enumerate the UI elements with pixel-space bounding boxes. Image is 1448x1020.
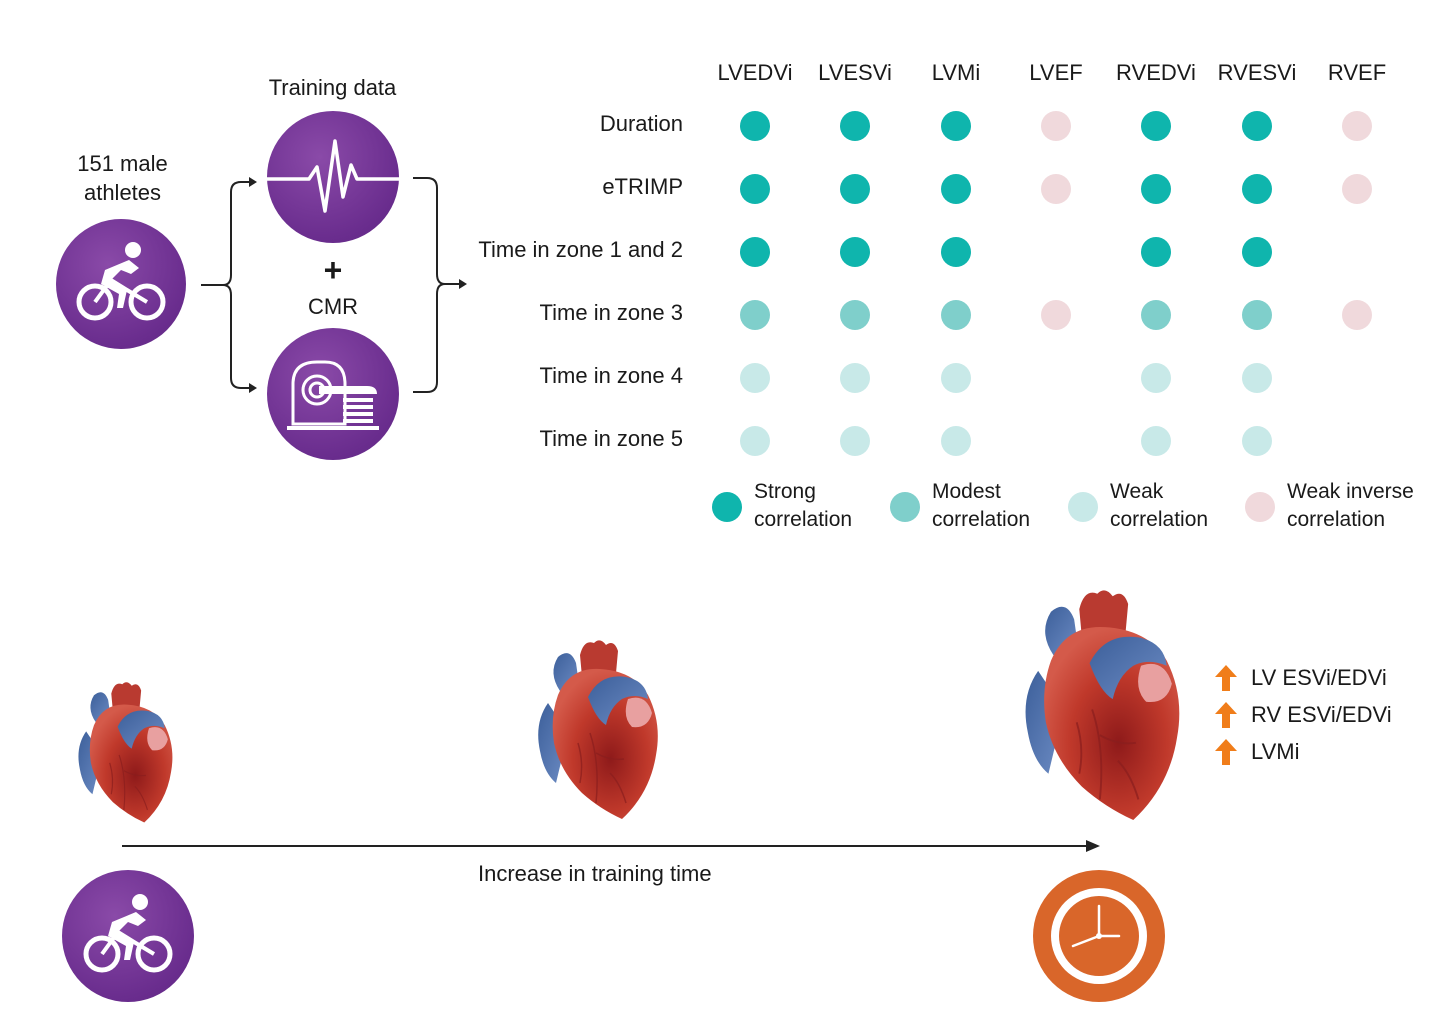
heart-medium bbox=[530, 630, 670, 826]
correlation-dot-modest bbox=[740, 300, 770, 330]
legend-dot bbox=[1245, 492, 1275, 522]
workflow-brackets bbox=[201, 177, 467, 393]
correlation-dot-weak-inverse bbox=[1041, 174, 1071, 204]
row-label: Duration bbox=[599, 111, 683, 136]
correlation-dot-modest bbox=[840, 300, 870, 330]
correlation-dot-strong bbox=[941, 111, 971, 141]
correlation-dot-strong bbox=[840, 174, 870, 204]
row-label: Time in zone 1 and 2 bbox=[478, 237, 683, 262]
correlation-dot-modest bbox=[1141, 300, 1171, 330]
column-header: LVEF bbox=[1029, 60, 1083, 85]
correlation-dot-strong bbox=[740, 237, 770, 267]
correlation-dot-strong bbox=[1141, 237, 1171, 267]
up-arrow-icon bbox=[1215, 702, 1237, 728]
legend-dot bbox=[1068, 492, 1098, 522]
column-header: RVESVi bbox=[1217, 60, 1297, 85]
correlation-dot-weak bbox=[1141, 363, 1171, 393]
correlation-dot-strong bbox=[840, 111, 870, 141]
correlation-dot-weak-inverse bbox=[1342, 300, 1372, 330]
correlation-dot-strong bbox=[1242, 174, 1272, 204]
correlation-dot-weak-inverse bbox=[1041, 300, 1071, 330]
correlation-dot-weak bbox=[1242, 363, 1272, 393]
training-data-label: Training data bbox=[268, 75, 397, 100]
correlation-dot-weak bbox=[941, 363, 971, 393]
effect-item: LV ESVi/EDVi bbox=[1215, 665, 1387, 691]
correlation-dot-weak bbox=[840, 363, 870, 393]
correlation-dot-strong bbox=[840, 237, 870, 267]
athletes-label: 151 male athletes bbox=[77, 151, 168, 205]
correlation-dot-strong bbox=[1242, 237, 1272, 267]
cmr-label: CMR bbox=[307, 294, 359, 319]
heart-small bbox=[72, 676, 182, 826]
column-header: RVEF bbox=[1327, 60, 1387, 85]
row-label: eTRIMP bbox=[602, 174, 683, 199]
correlation-dot-strong bbox=[1242, 111, 1272, 141]
correlation-dot-weak bbox=[740, 363, 770, 393]
heart-large bbox=[1015, 578, 1195, 828]
column-header: LVESVi bbox=[818, 60, 892, 85]
training-data-icon bbox=[267, 111, 399, 243]
cyclist-icon bbox=[56, 219, 186, 349]
column-header: LVMi bbox=[931, 60, 981, 85]
timeline-label: Increase in training time bbox=[478, 861, 712, 886]
clock-icon bbox=[1033, 870, 1165, 1002]
correlation-dot-strong bbox=[941, 174, 971, 204]
cyclist-icon bbox=[62, 870, 194, 1002]
correlation-dot-strong bbox=[1141, 111, 1171, 141]
correlation-dot-weak-inverse bbox=[1342, 174, 1372, 204]
correlation-dot-strong bbox=[1141, 174, 1171, 204]
row-label: Time in zone 5 bbox=[539, 426, 683, 451]
correlation-dot-weak bbox=[740, 426, 770, 456]
correlation-dot-strong bbox=[740, 174, 770, 204]
legend-dot bbox=[712, 492, 742, 522]
plus-sign: + bbox=[323, 252, 343, 288]
correlation-dot-strong bbox=[941, 237, 971, 267]
column-header: RVEDVi bbox=[1116, 60, 1196, 85]
correlation-dot-weak bbox=[1242, 426, 1272, 456]
correlation-dot-weak bbox=[840, 426, 870, 456]
row-label: Time in zone 3 bbox=[539, 300, 683, 325]
row-label: Time in zone 4 bbox=[539, 363, 683, 388]
up-arrow-icon bbox=[1215, 739, 1237, 765]
correlation-dot-modest bbox=[1242, 300, 1272, 330]
correlation-dot-modest bbox=[941, 300, 971, 330]
mri-scanner-icon bbox=[267, 328, 399, 460]
correlation-dot-weak-inverse bbox=[1041, 111, 1071, 141]
correlation-dot-strong bbox=[740, 111, 770, 141]
up-arrow-icon bbox=[1215, 665, 1237, 691]
correlation-dot-weak bbox=[1141, 426, 1171, 456]
column-header: LVEDVi bbox=[717, 60, 793, 85]
legend-dot bbox=[890, 492, 920, 522]
effect-item: LVMi bbox=[1215, 739, 1300, 765]
effect-item: RV ESVi/EDVi bbox=[1215, 702, 1392, 728]
correlation-dot-weak bbox=[941, 426, 971, 456]
training-time-arrow bbox=[122, 840, 1100, 852]
correlation-dot-weak-inverse bbox=[1342, 111, 1372, 141]
